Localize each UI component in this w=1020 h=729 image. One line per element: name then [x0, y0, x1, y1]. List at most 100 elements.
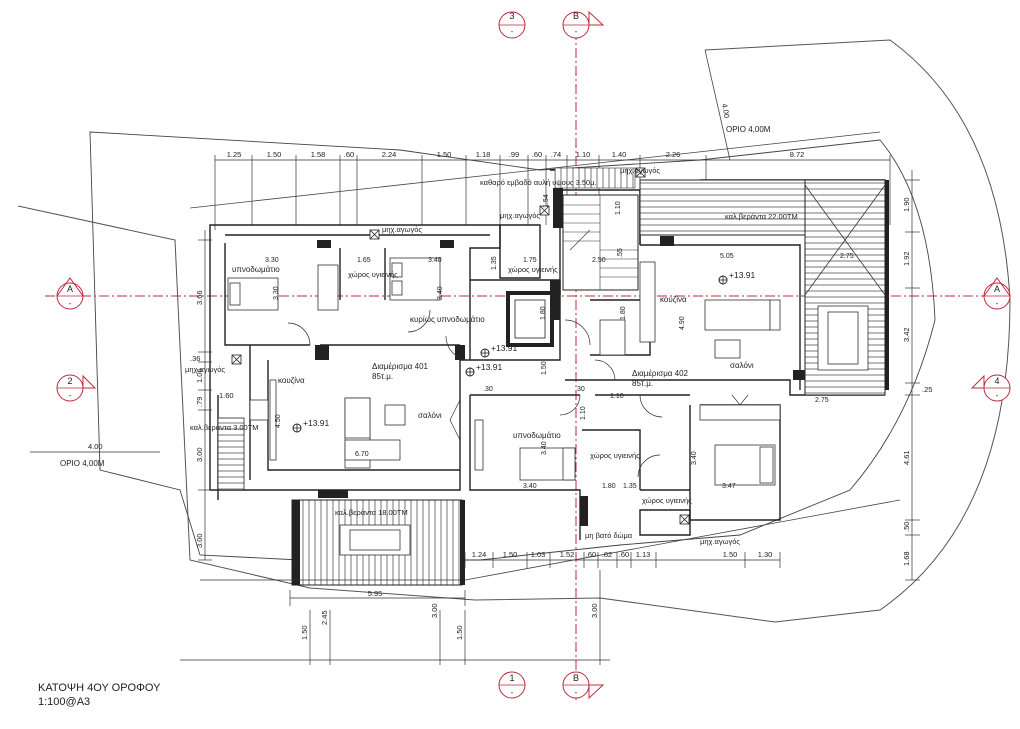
svg-text:1.75: 1.75: [523, 257, 537, 264]
svg-text:.99: .99: [509, 150, 519, 159]
svg-text:χώρος υγιεινής: χώρος υγιεινής: [642, 496, 692, 505]
setback-line: [89, 131, 936, 561]
section-marker-a-right: A -: [983, 277, 1011, 310]
svg-text:1.30: 1.30: [758, 550, 773, 559]
level-markers: [292, 275, 728, 433]
svg-text:1.60: 1.60: [219, 391, 234, 400]
section-marker-a-left: A -: [56, 277, 84, 310]
svg-text:3: 3: [509, 11, 514, 21]
svg-text:3.40: 3.40: [428, 257, 442, 264]
level-stair: +13.91: [491, 343, 518, 353]
svg-text:.60: .60: [344, 150, 354, 159]
svg-text:B: B: [573, 11, 579, 21]
svg-text:καλ.βεράντα 22.00ΤΜ: καλ.βεράντα 22.00ΤΜ: [725, 212, 798, 221]
svg-text:3.40: 3.40: [523, 483, 537, 490]
svg-text:3.66: 3.66: [195, 290, 204, 305]
svg-text:-: -: [511, 688, 514, 697]
svg-text:.36: .36: [190, 354, 200, 363]
setback-diag2: [464, 499, 901, 581]
svg-text:1.03: 1.03: [531, 550, 546, 559]
staircase: [562, 194, 639, 291]
svg-text:-: -: [69, 391, 72, 400]
svg-text:8.72: 8.72: [790, 150, 805, 159]
svg-text:1.35: 1.35: [623, 483, 637, 490]
right-dim-labels: 1.90 1.92 3.42 .25 4.61 .50 1.68: [902, 197, 932, 566]
svg-text:2.75: 2.75: [815, 397, 829, 404]
svg-text:-: -: [575, 688, 578, 697]
svg-text:1.80: 1.80: [602, 483, 616, 490]
bottom-dim-labels: 1.24 1.50 1.03 1.52 .60 .82 .60 1.13 1.5…: [300, 550, 772, 640]
svg-text:3.30: 3.30: [265, 257, 279, 264]
svg-text:1.52: 1.52: [560, 550, 575, 559]
top-dim-labels: 1.25 1.50 1.58 .60 2.24 1.50 1.18 .99 .6…: [227, 150, 805, 159]
drawing-title: ΚΑΤΟΨΗ 4ΟΥ ΟΡΟΦΟΥ: [38, 682, 161, 694]
interior-dims: 3.30 3.30 1.65 3.40 3.40 1.35 1.75 2.50 …: [265, 194, 854, 490]
level-401: +13.91: [303, 418, 330, 428]
svg-text:1.40: 1.40: [612, 150, 627, 159]
svg-text:1.06: 1.06: [195, 368, 204, 383]
svg-text:A: A: [994, 284, 1000, 294]
svg-text:2.75: 2.75: [840, 253, 854, 260]
svg-text:Διαμέρισμα 402: Διαμέρισμα 402: [632, 369, 689, 378]
svg-text:3.47: 3.47: [722, 483, 736, 490]
svg-text:μη βατό δώμα: μη βατό δώμα: [585, 531, 633, 540]
svg-text:.60: .60: [586, 550, 596, 559]
balcony-401: [217, 417, 245, 491]
svg-text:-: -: [69, 299, 72, 308]
right-dimension-chain: [905, 170, 920, 581]
svg-text:κυρίως υπνοδωμάτιο: κυρίως υπνοδωμάτιο: [410, 315, 485, 324]
door-swings: [287, 309, 749, 478]
svg-text:1.54: 1.54: [543, 194, 550, 208]
svg-text:1.24: 1.24: [472, 550, 487, 559]
level-core: +13.91: [476, 362, 503, 372]
svg-text:κουζίνα: κουζίνα: [660, 295, 687, 304]
left-dim-labels: 3.66 .36 1.06 1.60 .79 3.00 3.00: [190, 290, 234, 548]
dim-diag-top: [704, 49, 731, 161]
svg-text:.55: .55: [617, 248, 624, 258]
plot-boundary: [17, 39, 1011, 623]
svg-text:μηχ.αγωγός: μηχ.αγωγός: [382, 225, 422, 234]
svg-text:σαλόνι: σαλόνι: [730, 361, 754, 370]
section-marker-4: 4 -: [970, 374, 1011, 402]
svg-text:3.42: 3.42: [902, 327, 911, 342]
svg-text:1.25: 1.25: [227, 150, 242, 159]
section-marker-3: 3 -: [498, 11, 526, 39]
svg-text:1.10: 1.10: [580, 406, 587, 420]
svg-text:A: A: [67, 284, 73, 294]
svg-text:μηχ.αγωγός: μηχ.αγωγός: [620, 166, 660, 175]
svg-text:χώρος υγιεινής: χώρος υγιεινής: [348, 270, 398, 279]
furniture: [227, 257, 781, 486]
svg-text:1.90: 1.90: [902, 197, 911, 212]
svg-text:1.13: 1.13: [636, 550, 651, 559]
boundary-left-label: ΟΡΙΟ 4,00Μ: [60, 459, 105, 468]
svg-text:υπνοδωμάτιο: υπνοδωμάτιο: [232, 265, 280, 274]
svg-text:2.50: 2.50: [592, 257, 606, 264]
svg-text:καλ.βεράντα 18.00ΤΜ: καλ.βεράντα 18.00ΤΜ: [335, 508, 408, 517]
boundary-left-dim: 4.00: [88, 442, 103, 451]
svg-text:1.80: 1.80: [540, 306, 547, 320]
svg-text:.60: .60: [619, 550, 629, 559]
svg-text:1.50: 1.50: [437, 150, 452, 159]
left-dimension-chain: [198, 230, 212, 561]
svg-text:μηχ.αγωγός: μηχ.αγωγός: [700, 537, 740, 546]
svg-text:3.30: 3.30: [273, 286, 280, 300]
svg-text:3.40: 3.40: [541, 441, 548, 455]
svg-text:1.10: 1.10: [610, 393, 624, 400]
svg-text:4.90: 4.90: [679, 316, 686, 330]
svg-text:καλ.βεράντα 3.00ΤΜ: καλ.βεράντα 3.00ΤΜ: [190, 423, 259, 432]
bottom-dimension-chain: [180, 552, 781, 665]
svg-text:-: -: [575, 27, 578, 36]
svg-text:.30: .30: [575, 386, 585, 393]
svg-text:1.68: 1.68: [902, 551, 911, 566]
svg-text:-: -: [996, 391, 999, 400]
svg-text:.60: .60: [532, 150, 542, 159]
svg-text:5.05: 5.05: [720, 253, 734, 260]
svg-text:καθαρό εμβαδό αυλή υψους 3.50μ: καθαρό εμβαδό αυλή υψους 3.50μ.: [480, 178, 597, 187]
svg-text:3.40: 3.40: [437, 286, 444, 300]
svg-text:.79: .79: [195, 397, 204, 407]
svg-text:2.26: 2.26: [666, 150, 681, 159]
svg-text:σαλόνι: σαλόνι: [418, 411, 442, 420]
svg-text:1.50: 1.50: [503, 550, 518, 559]
svg-text:1.58: 1.58: [311, 150, 326, 159]
